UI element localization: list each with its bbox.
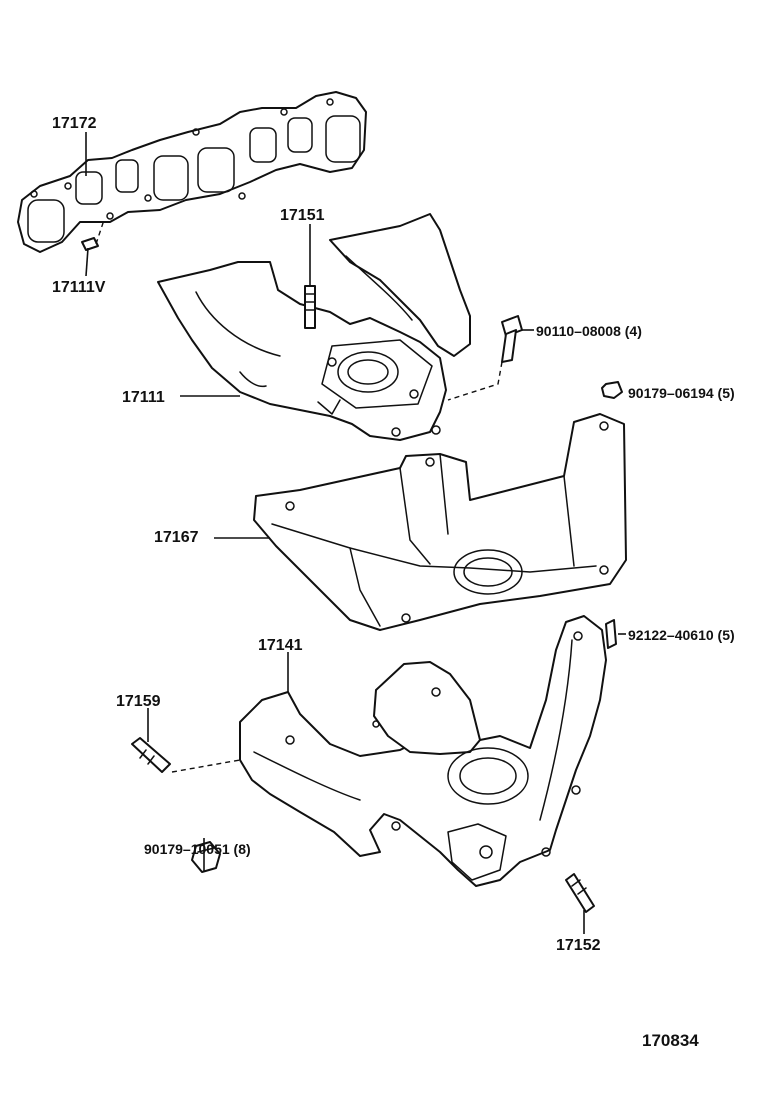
label-17152: 17152 bbox=[556, 937, 601, 954]
heat-insulator bbox=[253, 413, 627, 631]
stud-bolt bbox=[304, 285, 316, 329]
intake-manifold-upper bbox=[157, 213, 471, 441]
exhaust-manifold bbox=[239, 615, 607, 887]
stud-upper-right bbox=[605, 619, 617, 649]
socket-head-bolt bbox=[501, 315, 523, 363]
intake-gasket bbox=[17, 91, 367, 253]
label-90110-08008: 90110–08008 (4) bbox=[536, 323, 642, 339]
stud-left bbox=[131, 737, 171, 773]
label-90179-06194: 90179–06194 (5) bbox=[628, 385, 735, 401]
label-17172: 17172 bbox=[52, 115, 97, 132]
label-92122-40610: 92122–40610 (5) bbox=[628, 627, 735, 643]
figure-number: 170834 bbox=[642, 1031, 699, 1050]
stud-bottom bbox=[565, 873, 595, 913]
dowel-pin bbox=[81, 237, 99, 251]
label-17151: 17151 bbox=[280, 207, 325, 224]
label-17111v: 17111V bbox=[52, 279, 106, 296]
label-17141: 17141 bbox=[258, 637, 303, 654]
hex-nut-small bbox=[601, 381, 623, 399]
leader-17111v bbox=[85, 247, 89, 277]
label-17159: 17159 bbox=[116, 693, 161, 710]
hex-nut-large bbox=[191, 841, 221, 873]
label-90179-10051: 90179–10051 (8) bbox=[144, 841, 251, 857]
label-17167: 17167 bbox=[154, 529, 199, 546]
label-17111: 17111 bbox=[122, 389, 165, 406]
